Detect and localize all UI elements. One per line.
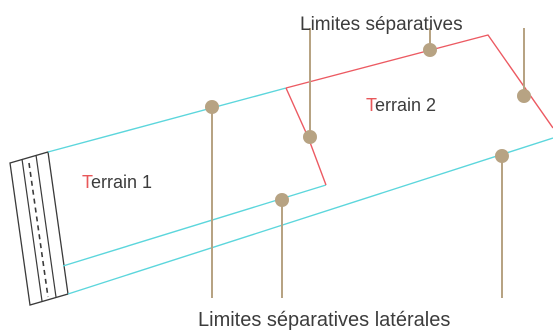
- point-marker-icon: [275, 193, 289, 207]
- terrain-1-initial: T: [82, 172, 93, 192]
- point-marker-icon: [495, 149, 509, 163]
- terrain-2-label: Terrain 2: [366, 95, 436, 115]
- point-marker-icon: [205, 100, 219, 114]
- terrain-1-rest: errain 1: [91, 172, 152, 192]
- terrain1-top-boundary: [47, 87, 287, 153]
- terrain2-rear-boundary: [285, 34, 553, 129]
- point-marker-icon: [423, 43, 437, 57]
- terrain-2-rest: errain 2: [375, 95, 436, 115]
- bottom-caption: Limites séparatives latérales: [198, 309, 450, 331]
- point-markers: [205, 43, 531, 207]
- terrain-2-initial: T: [366, 95, 377, 115]
- top-caption: Limites séparatives: [300, 14, 463, 35]
- terrain-1-label: Terrain 1: [82, 172, 152, 192]
- road-strip-icon: [9, 151, 69, 306]
- point-marker-icon: [303, 130, 317, 144]
- terrain2-bottom-boundary: [67, 137, 553, 295]
- point-marker-icon: [517, 89, 531, 103]
